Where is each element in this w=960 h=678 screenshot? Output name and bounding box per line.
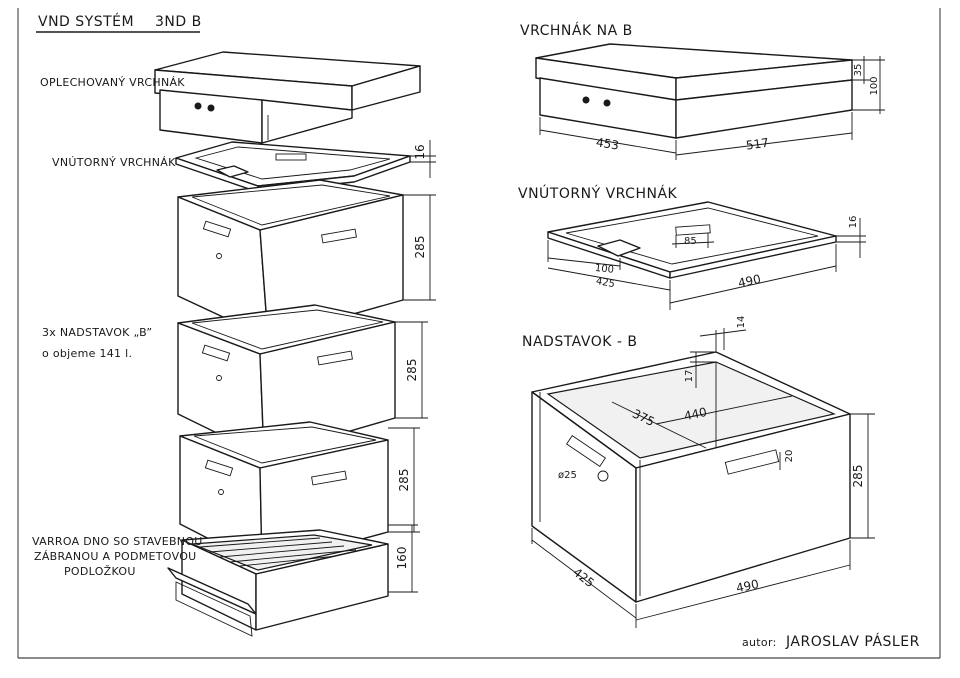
varroa-bottom-board-drawing xyxy=(167,529,389,637)
super-3-height-dim: 285 xyxy=(397,469,411,492)
inner-lid-detail-title: VNÚTORNÝ VRCHNÁK xyxy=(518,184,678,202)
bottom-board-height-dim: 160 xyxy=(395,547,409,570)
inner-lid-thickness-dim: 16 xyxy=(413,144,427,159)
super-detail-drawing xyxy=(531,351,851,603)
super-inner-width-dim: 440 xyxy=(683,405,708,423)
super-1-drawing xyxy=(177,179,404,339)
super-handle-height-dim: 20 xyxy=(784,450,795,463)
vrchnak-dimension-lines xyxy=(539,56,885,160)
drawing-title: VND SYSTÉM xyxy=(38,13,134,30)
inner-lid-slot-dim: 85 xyxy=(684,236,697,247)
inner-lid-width-dim: 490 xyxy=(737,272,762,290)
bottom-board-label-line1: VARROA DNO SO STAVEBNOU xyxy=(32,535,203,548)
inner-lid-detail-drawing xyxy=(547,201,837,279)
super-2-drawing xyxy=(177,304,396,457)
super-rebate-dim: 17 xyxy=(684,370,695,383)
sheet-border xyxy=(17,8,941,659)
vrchnak-title: VRCHNÁK NA B xyxy=(520,22,633,39)
supers-label-line1: 3x NADSTAVOK „B” xyxy=(42,326,152,339)
drawing-title-variant: 3ND B xyxy=(155,14,202,30)
vrchnak-drawing xyxy=(535,43,853,139)
super-1-height-dim: 285 xyxy=(413,236,427,259)
supers-label-line2: o objeme 141 l. xyxy=(42,347,132,360)
inner-lid-notch-dim: 100 xyxy=(594,263,614,276)
inner-lid-depth-dim: 425 xyxy=(595,276,616,290)
inner-lid-detail-dimension-lines xyxy=(547,218,866,310)
vrchnak-width-dim: 517 xyxy=(745,136,770,153)
left-dimension-lines xyxy=(388,140,436,593)
author-name: JAROSLAV PÁSLER xyxy=(785,633,920,650)
inner-lid-thickness-detail-dim: 16 xyxy=(848,216,859,229)
super-2-height-dim: 285 xyxy=(405,359,419,382)
outer-lid-drawing xyxy=(154,51,421,144)
super-width-dim: 490 xyxy=(735,577,760,595)
inner-lid-label: VNÚTORNÝ VRCHNÁK xyxy=(52,156,176,169)
outer-lid-label: OPLECHOVANÝ VRCHNÁK xyxy=(40,76,185,89)
super-detail-title: NADSTAVOK - B xyxy=(522,334,637,350)
vrchnak-height-dim: 100 xyxy=(869,76,880,95)
vrchnak-rim-dim: 35 xyxy=(853,64,864,77)
super-detail-dimension-lines xyxy=(531,328,875,628)
super-hole-diameter-dim: ø25 xyxy=(558,470,577,481)
super-wall-thickness-dim: 14 xyxy=(736,316,747,329)
author-label: autor: xyxy=(742,636,777,649)
bottom-board-label-line3: PODLOŽKOU xyxy=(64,565,136,578)
vrchnak-depth-dim: 453 xyxy=(595,135,620,152)
bottom-board-label-line2: ZÁBRANOU A PODMETOVOU xyxy=(34,550,197,563)
super-height-dim: 285 xyxy=(851,465,865,488)
